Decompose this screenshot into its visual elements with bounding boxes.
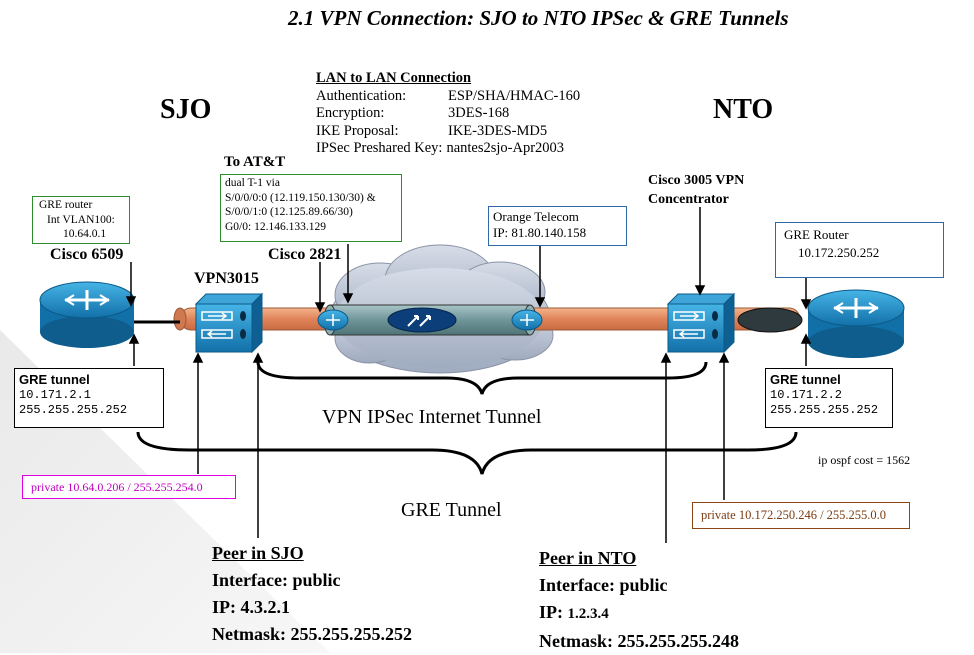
peer-ip: 1.2.3.4 xyxy=(567,606,609,622)
gre-router-line: 10.172.250.252 xyxy=(798,245,880,260)
cisco-3005-line: Concentrator xyxy=(648,192,729,207)
gre-tunnel-mask: 255.255.255.252 xyxy=(770,403,879,417)
peer-ip: 4.3.2.1 xyxy=(240,597,291,617)
peer-nto-info: Peer in NTO Interface: public IP: 1.2.3.… xyxy=(539,545,739,655)
gre-tunnel-ip: 10.171.2.1 xyxy=(19,388,92,402)
private-right-box: private 10.172.250.246 / 255.255.0.0 xyxy=(692,502,910,529)
private-left-box: private 10.64.0.206 / 255.255.254.0 xyxy=(22,475,236,499)
att-line: G0/0: 12.146.133.129 xyxy=(225,220,326,233)
cisco-3005-line: Cisco 3005 VPN xyxy=(648,173,745,188)
page-title: 2.1 VPN Connection: SJO to NTO IPSec & G… xyxy=(288,6,789,30)
lan-row-key: Authentication: xyxy=(316,87,407,104)
cisco-2821-label: Cisco 2821 xyxy=(268,246,342,263)
orange-line: IP: 81.80.140.158 xyxy=(493,225,587,240)
gre-router-line: Int VLAN100: xyxy=(47,213,115,226)
lan-row-ike-proposal: IKE Proposal: IKE-3DES-MD5 xyxy=(316,123,580,141)
att-line: S/0/0/0:0 (12.119.150.130/30) & xyxy=(225,191,376,204)
peer-ip-line: IP: 4.3.2.1 xyxy=(212,594,412,621)
gre-tunnel-heading: GRE tunnel xyxy=(770,372,841,387)
lan-row-preshared-key: IPSec Preshared Key: nantes2sjo-Apr2003 xyxy=(316,140,580,158)
cisco-3005-concentrator-icon xyxy=(666,292,736,354)
peer-ip-line: IP: 1.2.3.4 xyxy=(539,599,739,628)
orange-telecom-box: Orange Telecom IP: 81.80.140.158 xyxy=(488,206,627,246)
lan-row-value: nantes2sjo-Apr2003 xyxy=(446,140,565,156)
gre-router-line: GRE router xyxy=(39,199,93,211)
lan-to-lan-info: LAN to LAN Connection Authentication: ES… xyxy=(316,70,580,158)
lan-row-value: IKE-3DES-MD5 xyxy=(448,122,548,139)
gre-tunnel-heading: GRE tunnel xyxy=(19,372,90,387)
site-nto-label: NTO xyxy=(713,94,774,125)
lan-to-lan-heading: LAN to LAN Connection xyxy=(316,70,472,86)
orange-line: Orange Telecom xyxy=(493,209,579,224)
att-line: S/0/0/1:0 (12.125.89.66/30) xyxy=(225,206,353,218)
lan-row-value: ESP/SHA/HMAC-160 xyxy=(448,87,581,104)
peer-sjo-info: Peer in SJO Interface: public IP: 4.3.2.… xyxy=(212,540,412,648)
gre-router-right-icon xyxy=(807,289,905,358)
att-link-box: dual T-1 via S/0/0/0:0 (12.119.150.130/3… xyxy=(220,174,402,242)
ospf-cost-label: ip ospf cost = 1562 xyxy=(818,453,911,467)
ipsec-tunnel-label: VPN IPSec Internet Tunnel xyxy=(322,406,542,428)
vpn3015-concentrator-icon xyxy=(194,292,264,354)
peer-ip-label: IP: xyxy=(212,597,241,617)
cisco-3005-label: Cisco 3005 VPN Concentrator xyxy=(648,171,744,209)
ipsec-pipe xyxy=(323,304,537,336)
gre-tunnel-label: GRE Tunnel xyxy=(401,499,502,521)
lan-row-key: IPSec Preshared Key: xyxy=(316,140,443,156)
peer-interface: Interface: public xyxy=(539,575,668,595)
att-line: dual T-1 via xyxy=(225,177,280,189)
cisco-6509-label: Cisco 6509 xyxy=(50,246,124,263)
lan-row-authentication: Authentication: ESP/SHA/HMAC-160 xyxy=(316,88,580,106)
site-sjo-label: SJO xyxy=(160,94,212,125)
lan-row-value: 3DES-168 xyxy=(448,105,510,121)
peer-heading: Peer in SJO xyxy=(212,543,304,563)
cisco-6509-router-icon xyxy=(39,281,135,348)
lan-row-key: IKE Proposal: xyxy=(316,122,399,139)
gre-tunnel-left-box: GRE tunnel 10.171.2.1 255.255.255.252 xyxy=(14,368,164,428)
vpn3015-label: VPN3015 xyxy=(194,270,259,287)
peer-interface: Interface: public xyxy=(212,570,341,590)
gre-tunnel-mask: 255.255.255.252 xyxy=(19,403,128,417)
lan-row-encryption: Encryption: 3DES-168 xyxy=(316,105,580,123)
to-att-label: To AT&T xyxy=(224,154,286,170)
gre-router-left-box: GRE router Int VLAN100: 10.64.0.1 xyxy=(32,196,130,244)
gre-router-line: 10.64.0.1 xyxy=(63,228,107,240)
orange-router-icon xyxy=(511,309,543,331)
peer-netmask: Netmask: 255.255.255.252 xyxy=(212,624,412,644)
peer-ip-label: IP: xyxy=(539,602,568,622)
gre-tunnel-right-box: GRE tunnel 10.171.2.2 255.255.255.252 xyxy=(765,368,893,428)
gre-router-line: GRE Router xyxy=(784,227,849,242)
pointer-arrows xyxy=(125,207,812,543)
peer-netmask: Netmask: 255.255.255.248 xyxy=(539,631,739,651)
ipsec-tunnel-brace xyxy=(256,361,708,395)
gre-tunnel-brace xyxy=(136,431,798,475)
peer-heading: Peer in NTO xyxy=(539,548,637,568)
lan-row-key: Encryption: xyxy=(316,105,385,121)
gre-router-right-box: GRE Router 10.172.250.252 xyxy=(775,222,944,278)
cisco-2821-router-icon xyxy=(317,309,349,331)
gre-tunnel-ip: 10.171.2.2 xyxy=(770,388,843,402)
